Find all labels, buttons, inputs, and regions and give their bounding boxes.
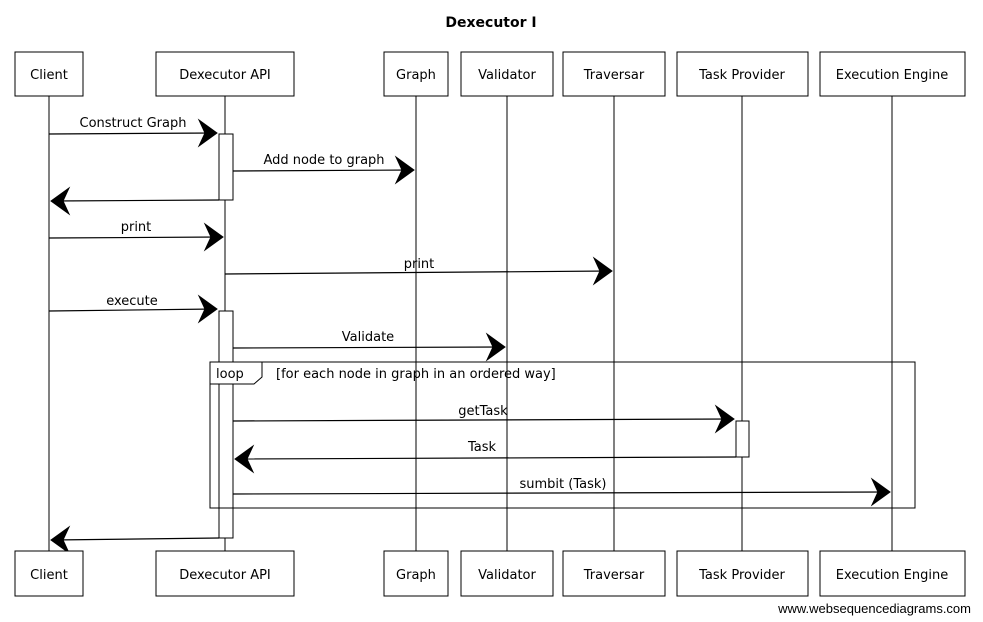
arrowhead-submit bbox=[870, 477, 891, 507]
arrowhead-execute bbox=[197, 294, 218, 324]
message-line-execute bbox=[48, 308, 216, 312]
loop-keyword: loop bbox=[216, 367, 244, 382]
participant-box-bottom-taskprovider bbox=[676, 550, 809, 597]
participant-box-top-traversar bbox=[562, 51, 666, 97]
activation-taskprovider bbox=[735, 420, 750, 458]
diagram-title: Dexecutor I bbox=[445, 15, 536, 31]
participant-box-bottom-client bbox=[14, 550, 84, 597]
footer-credit: www.websequencediagrams.com bbox=[778, 601, 971, 616]
arrowhead-return-client-2 bbox=[50, 525, 71, 555]
arrowhead-add-node bbox=[394, 155, 415, 185]
loop-frame bbox=[209, 361, 916, 509]
participant-box-top-graph bbox=[383, 51, 449, 97]
participant-label-bottom-api: Dexecutor API bbox=[179, 568, 271, 583]
message-line-gettask bbox=[232, 418, 733, 422]
participant-label-bottom-graph: Graph bbox=[396, 568, 436, 583]
message-line-add-node bbox=[232, 169, 413, 172]
message-line-submit bbox=[232, 491, 889, 495]
participant-box-top-engine bbox=[819, 51, 966, 97]
participant-label-top-validator: Validator bbox=[478, 68, 536, 83]
arrowhead-task-return bbox=[234, 444, 255, 474]
message-label-construct-graph: Construct Graph bbox=[80, 116, 187, 131]
message-line-task-return bbox=[236, 456, 737, 460]
participant-box-top-api bbox=[155, 51, 295, 97]
arrowhead-construct-graph bbox=[197, 118, 218, 148]
message-label-gettask: getTask bbox=[458, 404, 508, 419]
message-label-print-traversar: print bbox=[404, 257, 435, 272]
participant-label-top-engine: Execution Engine bbox=[836, 68, 948, 83]
participant-box-bottom-api bbox=[155, 550, 295, 597]
message-label-execute: execute bbox=[106, 294, 158, 309]
message-line-print-traversar bbox=[224, 270, 611, 275]
participant-box-bottom-engine bbox=[819, 550, 966, 597]
message-label-add-node: Add node to graph bbox=[263, 153, 384, 168]
message-line-validate bbox=[232, 346, 504, 349]
participant-label-bottom-client: Client bbox=[30, 568, 68, 583]
participant-box-top-taskprovider bbox=[676, 51, 809, 97]
participant-label-bottom-traversar: Traversar bbox=[583, 568, 645, 583]
activation-api-construct bbox=[218, 133, 234, 201]
arrowhead-print-traversar bbox=[592, 256, 613, 286]
arrowhead-validate bbox=[485, 332, 506, 362]
participant-label-top-client: Client bbox=[30, 68, 68, 83]
participant-label-top-traversar: Traversar bbox=[583, 68, 645, 83]
participant-box-bottom-graph bbox=[383, 550, 449, 597]
loop-tab bbox=[209, 361, 263, 385]
message-label-task-return: Task bbox=[467, 440, 497, 455]
arrowhead-gettask bbox=[714, 404, 735, 434]
message-line-print-api bbox=[48, 236, 222, 239]
participant-label-top-graph: Graph bbox=[396, 68, 436, 83]
arrowhead-print-api bbox=[203, 222, 224, 252]
participant-label-top-taskprovider: Task Provider bbox=[698, 68, 785, 83]
message-label-print-api: print bbox=[121, 220, 152, 235]
message-line-return-client-2 bbox=[52, 537, 220, 541]
activation-api-execute bbox=[218, 310, 234, 539]
participant-label-bottom-validator: Validator bbox=[478, 568, 536, 583]
message-label-validate: Validate bbox=[342, 330, 394, 345]
message-label-submit: sumbit (Task) bbox=[520, 477, 607, 492]
loop-condition: [for each node in graph in an ordered wa… bbox=[276, 367, 556, 382]
message-line-construct-graph bbox=[48, 132, 216, 135]
participant-label-bottom-engine: Execution Engine bbox=[836, 568, 948, 583]
participant-label-top-api: Dexecutor API bbox=[179, 68, 271, 83]
arrowhead-return-client-1 bbox=[50, 186, 71, 216]
participant-box-top-validator bbox=[460, 51, 554, 97]
message-line-return-client-1 bbox=[52, 199, 220, 202]
participant-label-bottom-taskprovider: Task Provider bbox=[698, 568, 785, 583]
participant-box-top-client bbox=[14, 51, 84, 97]
participant-box-bottom-validator bbox=[460, 550, 554, 597]
loop-fragment: loop [for each node in graph in an order… bbox=[209, 361, 916, 509]
participant-box-bottom-traversar bbox=[562, 550, 666, 597]
